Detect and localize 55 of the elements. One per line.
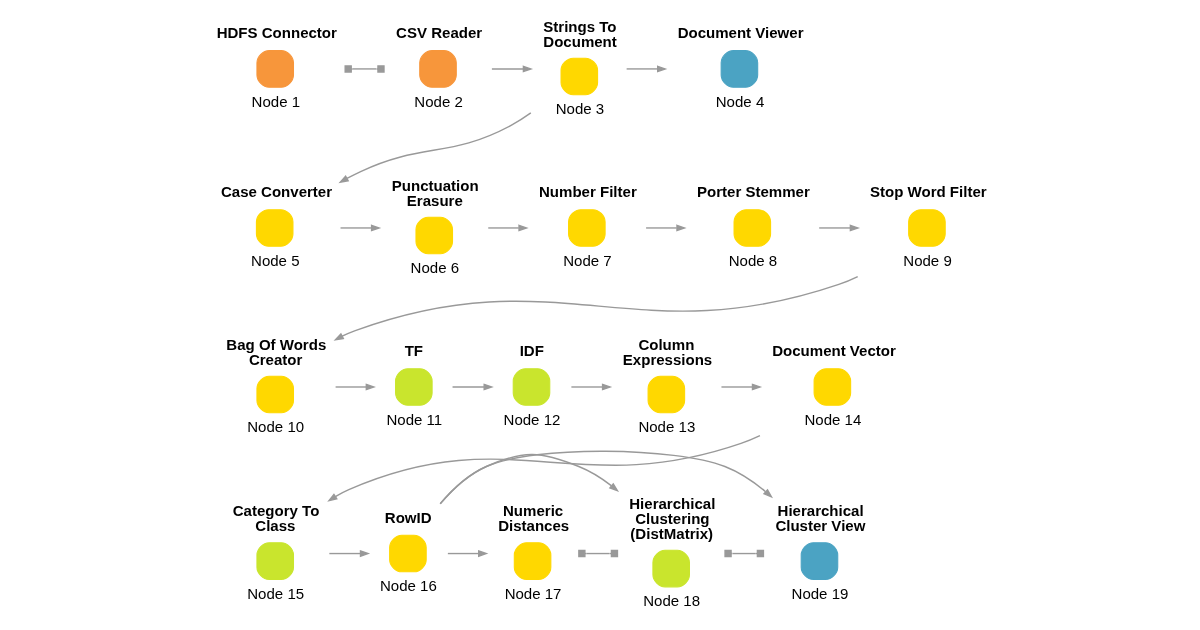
node-label: Bag Of Words Creator: [226, 335, 327, 368]
node-label: TF: [404, 342, 424, 360]
node-label: Punctuation Erasure: [391, 176, 479, 209]
node-label: Node 17: [504, 584, 562, 602]
node-label: Strings To Document: [543, 17, 617, 50]
node-label: HDFS Connector: [216, 23, 337, 41]
node-label: Node 13: [638, 418, 696, 436]
node-label: Numeric Distances: [498, 502, 570, 535]
arrow: [333, 275, 859, 341]
arrow: [451, 383, 494, 391]
arrow: [645, 224, 687, 232]
arrow: [487, 224, 529, 232]
node-label: Column Expressions: [622, 335, 713, 368]
node-label: Node 5: [251, 251, 300, 269]
node-label: Category To Class: [232, 502, 320, 535]
arrow: [338, 112, 532, 184]
arrow: [339, 224, 382, 232]
node-label: Node 15: [247, 584, 305, 602]
node-label: Hierarchical Cluster View: [775, 502, 866, 535]
node-label: Node 2: [414, 92, 463, 110]
node-label: Node 18: [643, 592, 701, 610]
node-label: Node 9: [903, 251, 952, 269]
node-label: Node 19: [791, 584, 849, 602]
node-label: Node 3: [555, 100, 605, 118]
node-label: Node 1: [251, 92, 301, 110]
arrow: [334, 383, 376, 391]
node-label: Node 10: [247, 418, 305, 436]
node-label: Case Converter: [220, 183, 333, 201]
node-label: Porter Stemmer: [696, 183, 810, 201]
arrow: [327, 434, 761, 502]
node-label: Stop Word Filter: [869, 183, 987, 201]
node-label: Node 6: [410, 259, 460, 277]
node-label: IDF: [519, 342, 544, 360]
node-label: Node 7: [563, 251, 612, 269]
arrow: [720, 383, 763, 391]
node-label: Node 4: [715, 92, 765, 110]
node-label: Document Viewer: [677, 23, 804, 41]
arrow: [328, 549, 371, 558]
node-label: Document Vector: [772, 342, 896, 360]
arrow: [625, 65, 668, 73]
node-label: Number Filter: [539, 183, 637, 201]
node-label: Node 11: [386, 410, 443, 428]
node-label: Hierarchical Clustering (DistMatrix): [629, 494, 716, 542]
node-label: Node 12: [503, 410, 561, 428]
node-label: RowID: [384, 508, 432, 526]
arrow: [570, 383, 613, 391]
node-label: CSV Reader: [396, 23, 483, 41]
node-label: Node 8: [728, 251, 778, 269]
arrow: [439, 450, 774, 505]
arrow: [491, 65, 534, 73]
arrow: [818, 224, 861, 232]
arrow: [447, 549, 489, 558]
connector: [344, 65, 385, 73]
node-label: Node 16: [379, 577, 437, 595]
node-label: Node 14: [804, 410, 862, 428]
